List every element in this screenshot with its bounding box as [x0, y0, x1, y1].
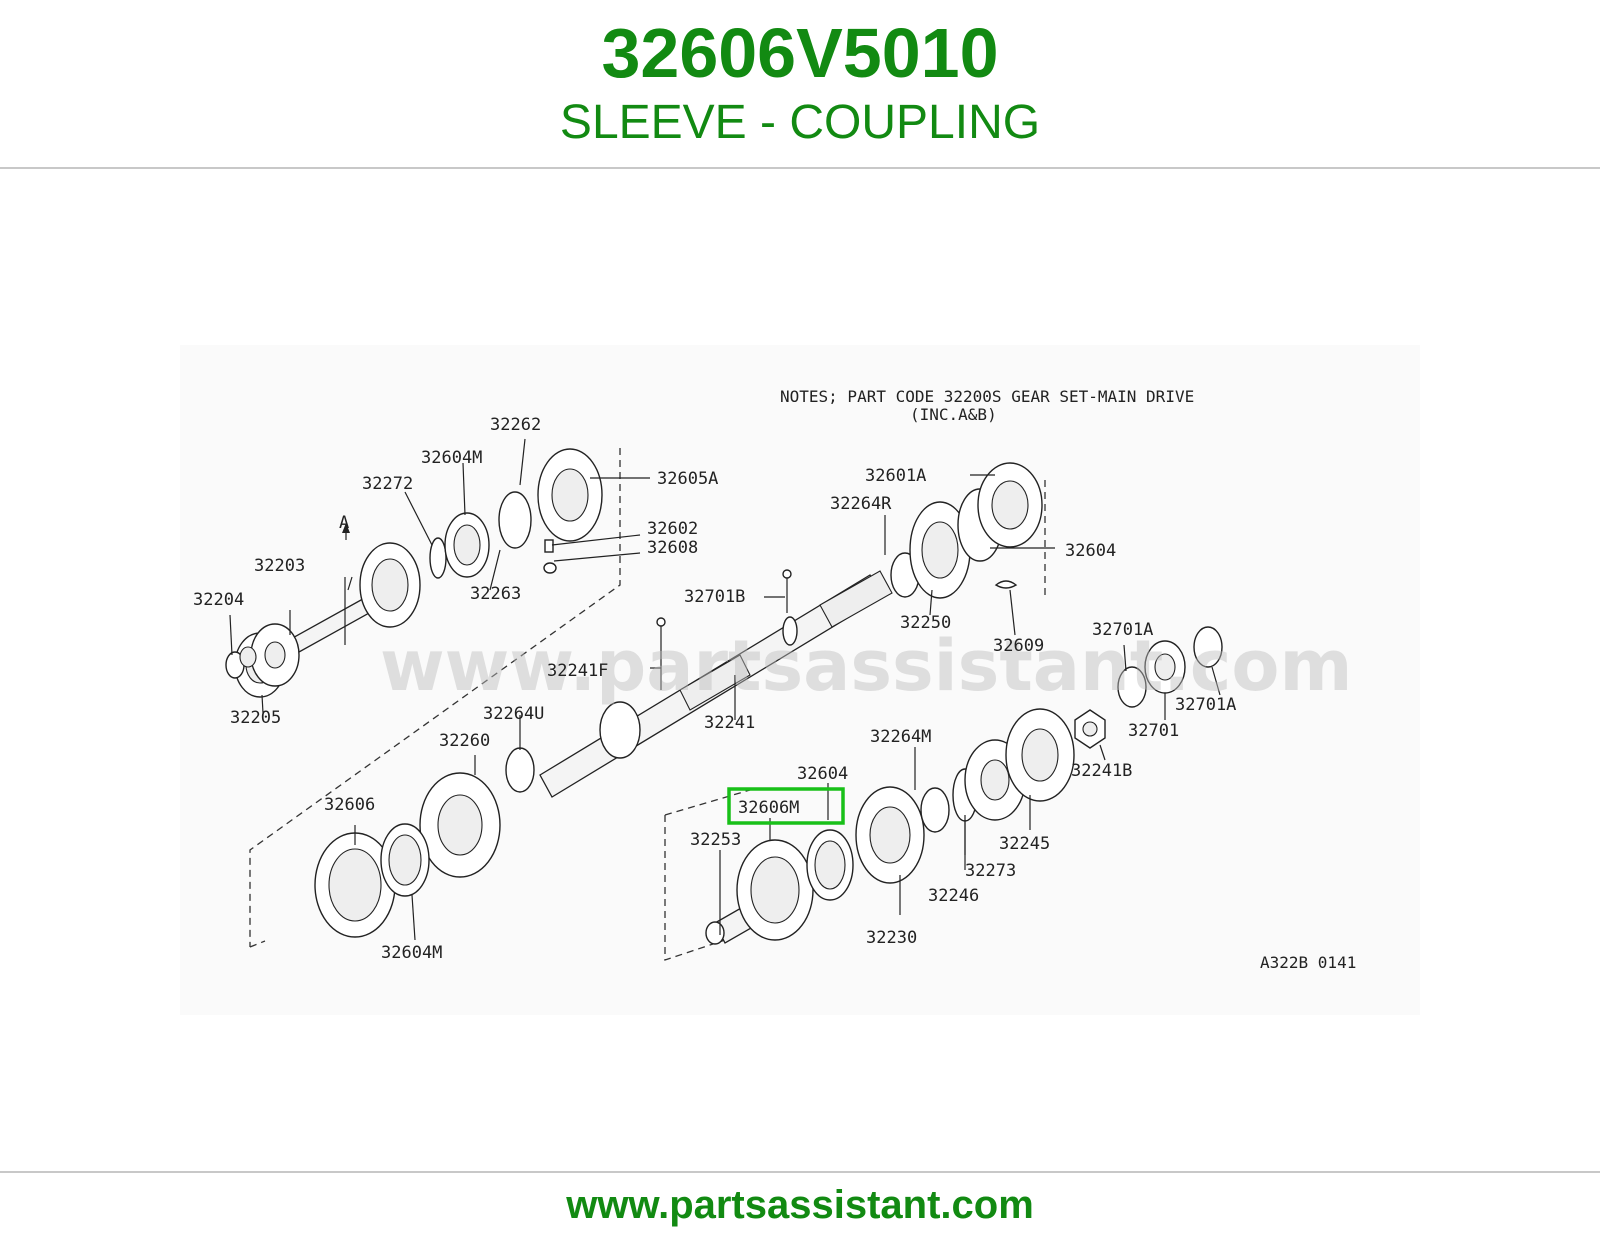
parts-diagram: www.partsassistant.com NOTES; PART CODE … [180, 345, 1420, 1015]
footer-url-link[interactable]: www.partsassistant.com [566, 1183, 1034, 1227]
clip-32609 [994, 580, 1018, 589]
label-32701B[interactable]: 32701B [684, 587, 745, 607]
label-32264R[interactable]: 32264R [830, 494, 892, 514]
label-32604M-bottom[interactable]: 32604M [381, 943, 442, 963]
washer-32701A-right [1193, 626, 1223, 668]
notes-line-1: NOTES; PART CODE 32200S GEAR SET-MAIN DR… [780, 387, 1194, 406]
figure-code: A322B 0141 [1260, 953, 1356, 972]
label-32203[interactable]: 32203 [254, 556, 305, 576]
label-32241F[interactable]: 32241F [547, 661, 608, 681]
label-32606M[interactable]: 32606M [738, 798, 799, 818]
notes-line-2: (INC.A&B) [910, 405, 997, 424]
dashed-group-lower [664, 815, 726, 961]
part-number-title: 32606V5010 [601, 14, 999, 92]
label-32701A-top[interactable]: 32701A [1092, 620, 1153, 640]
label-32273[interactable]: 32273 [965, 861, 1016, 881]
mainshaft-32241 [539, 569, 893, 798]
label-32605A[interactable]: 32605A [657, 469, 718, 489]
label-32250[interactable]: 32250 [900, 613, 951, 633]
ring-32263 [498, 491, 532, 549]
label-32204[interactable]: 32204 [193, 590, 244, 610]
parts-diagram-svg: www.partsassistant.com NOTES; PART CODE … [180, 345, 1420, 1015]
part-name-subtitle: SLEEVE - COUPLING [559, 96, 1041, 149]
ball-32701B [782, 569, 792, 579]
washer-32701A-left [1117, 666, 1147, 708]
label-32205[interactable]: 32205 [230, 708, 281, 728]
arrow-a [342, 523, 350, 533]
highlight-box-32606M [727, 787, 845, 825]
label-32606[interactable]: 32606 [324, 795, 375, 815]
spring-32602 [544, 539, 554, 553]
label-32602[interactable]: 32602 [647, 519, 698, 539]
label-32245[interactable]: 32245 [999, 834, 1050, 854]
label-32264U[interactable]: 32264U [483, 704, 544, 724]
label-32604-right[interactable]: 32604 [1065, 541, 1116, 561]
label-32604-mid[interactable]: 32604 [797, 764, 848, 784]
spacer-32205 [239, 646, 257, 668]
label-32253[interactable]: 32253 [690, 830, 741, 850]
shaft-32203 [225, 448, 603, 698]
label-32260[interactable]: 32260 [439, 731, 490, 751]
label-32604M-top[interactable]: 32604M [421, 448, 482, 468]
label-32246[interactable]: 32246 [928, 886, 979, 906]
header-divider [0, 167, 1600, 169]
label-32272[interactable]: 32272 [362, 474, 413, 494]
bearing-32264U [505, 747, 535, 793]
label-32241B[interactable]: 32241B [1071, 761, 1132, 781]
group-lower-right [705, 626, 1223, 945]
insert-32608 [543, 562, 557, 574]
bearing-32272 [429, 537, 447, 579]
bearing-32264M [920, 787, 950, 833]
group-upper-right [890, 462, 1043, 599]
label-32241[interactable]: 32241 [704, 713, 755, 733]
page-header: 32606V5010 SLEEVE - COUPLING [0, 0, 1600, 168]
label-32263[interactable]: 32263 [470, 584, 521, 604]
label-32701[interactable]: 32701 [1128, 721, 1179, 741]
watermark: www.partsassistant.com [380, 625, 1352, 707]
label-32230[interactable]: 32230 [866, 928, 917, 948]
dashed-group-upper [249, 448, 621, 947]
label-32608[interactable]: 32608 [647, 538, 698, 558]
label-32601A[interactable]: 32601A [865, 466, 926, 486]
letter-a: A [339, 513, 349, 533]
label-32609[interactable]: 32609 [993, 636, 1044, 656]
footer-divider [0, 1171, 1600, 1173]
label-32264M[interactable]: 32264M [870, 727, 931, 747]
label-32701A-right[interactable]: 32701A [1175, 695, 1236, 715]
label-32262[interactable]: 32262 [490, 415, 541, 435]
leader-lines [229, 438, 1221, 941]
group-middle [314, 747, 535, 938]
